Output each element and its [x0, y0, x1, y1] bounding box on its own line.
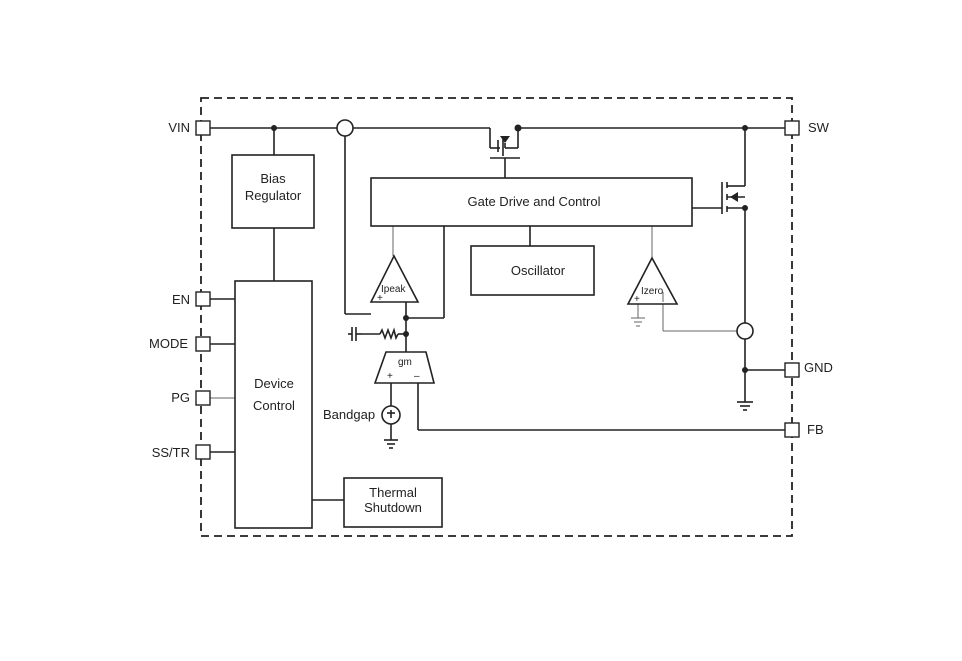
pin-pg: PG	[171, 390, 211, 406]
thermal-shutdown-label-line1: Thermal	[369, 485, 417, 500]
device-control-label-line1: Device	[254, 376, 294, 391]
pin-label-mode: MODE	[149, 336, 188, 351]
bias-regulator-block: Bias Regulator	[231, 154, 315, 229]
low-side-current-sense-icon	[736, 322, 754, 340]
pin-ss-tr: SS/TR	[152, 444, 211, 460]
pin-en: EN	[172, 291, 211, 307]
gm-minus-sign: –	[414, 371, 420, 382]
thermal-shutdown-label-line2: Shutdown	[364, 500, 422, 515]
pin-gnd: GND	[784, 360, 833, 378]
oscillator-label: Oscillator	[511, 263, 566, 278]
wires	[210, 127, 785, 501]
ipeak-comparator: Ipeak +	[369, 254, 420, 304]
pin-label-gnd: GND	[804, 360, 833, 375]
ipeak-label: Ipeak	[381, 284, 406, 295]
pin-sw: SW	[784, 120, 830, 136]
gate-drive-block: Gate Drive and Control	[370, 177, 693, 227]
junction-dots	[271, 124, 748, 373]
vin-current-sense-icon	[336, 119, 354, 137]
ic-boundary	[200, 97, 793, 537]
bandgap-label: Bandgap	[323, 407, 375, 422]
pin-label-vin: VIN	[168, 120, 190, 135]
pin-vin: VIN	[168, 120, 211, 136]
pin-label-ss-tr: SS/TR	[152, 445, 190, 460]
pin-label-pg: PG	[171, 390, 190, 405]
gm-plus-sign: +	[387, 371, 393, 382]
pin-mode: MODE	[149, 336, 211, 352]
pin-fb: FB	[784, 422, 824, 438]
bias-regulator-label-line1: Bias	[260, 171, 286, 186]
gm-label: gm	[398, 357, 412, 368]
device-control-label-line2: Control	[253, 398, 295, 413]
device-control-block: Device Control	[234, 280, 313, 529]
ground-icon	[384, 439, 398, 449]
gate-drive-label: Gate Drive and Control	[468, 194, 601, 209]
pin-label-fb: FB	[807, 422, 824, 437]
ground-icon	[737, 401, 753, 411]
izero-comparator: Izero +	[626, 256, 679, 305]
pin-label-en: EN	[172, 292, 190, 307]
compensation-resistor-icon	[379, 327, 399, 341]
pin-label-sw: SW	[808, 120, 830, 135]
bias-regulator-label-line2: Regulator	[245, 188, 302, 203]
thermal-shutdown-block: Thermal Shutdown	[343, 477, 443, 528]
gm-amplifier: gm + –	[373, 351, 436, 384]
ipeak-plus-sign: +	[377, 293, 383, 304]
izero-label: Izero	[641, 286, 664, 297]
ground-icon	[631, 317, 645, 327]
compensation-capacitor-icon	[348, 327, 362, 341]
high-side-mosfet-symbol	[489, 128, 520, 159]
oscillator-block: Oscillator	[470, 245, 595, 296]
izero-plus-sign: +	[634, 294, 640, 305]
bandgap-source-icon	[381, 405, 401, 425]
